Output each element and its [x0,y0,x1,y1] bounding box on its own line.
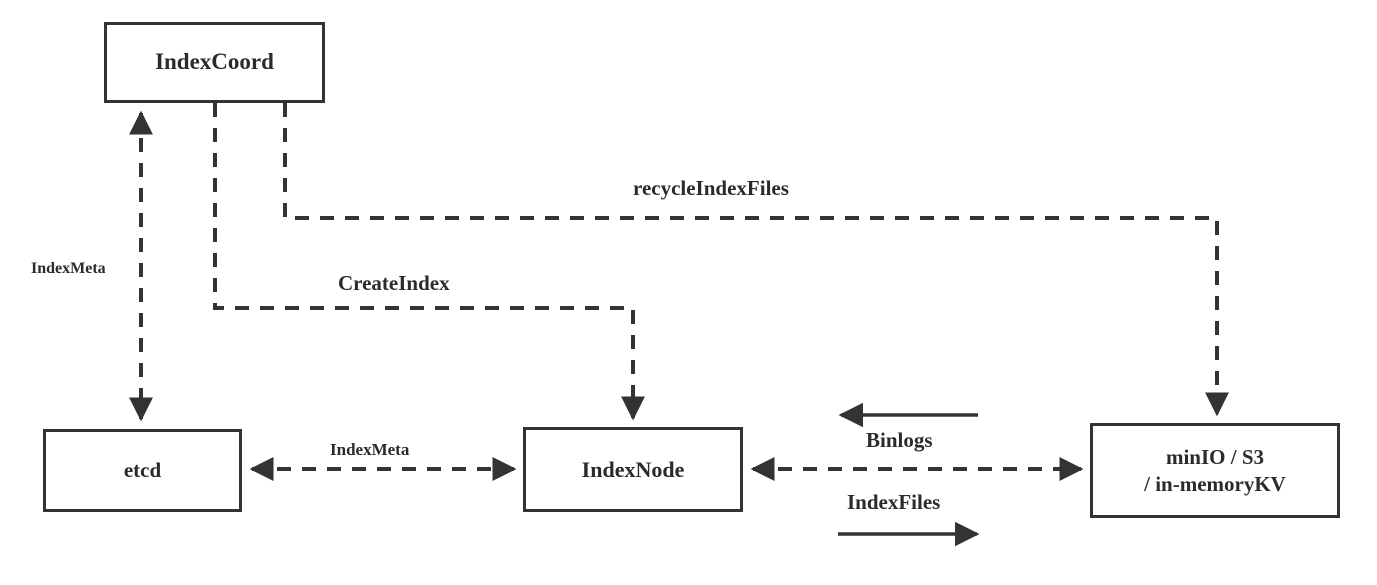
node-indexnode-label: IndexNode [581,456,685,482]
node-minio[interactable]: minIO / S3 / in-memoryKV [1090,423,1340,518]
edge-label-indexmeta-indexcoord-etcd: IndexMeta [31,260,106,277]
edge-label-indexfiles: IndexFiles [847,490,941,514]
node-indexcoord-label: IndexCoord [155,49,274,75]
node-etcd-label: etcd [123,458,162,483]
node-indexcoord[interactable]: IndexCoord [104,22,325,103]
edge-label-indexmeta-etcd-indexnode: IndexMeta [330,440,410,459]
node-etcd[interactable]: etcd [43,429,242,512]
node-minio-label: minIO / S3 / in-memoryKV [1144,445,1286,496]
edge-label-recycleindexfiles: recycleIndexFiles [633,176,789,200]
node-indexnode[interactable]: IndexNode [523,427,743,512]
connector-indexcoord-minio [283,103,1229,417]
connector-indexcoord-indexnode [213,103,645,421]
edge-label-binlogs: Binlogs [866,428,933,452]
edge-label-createindex: CreateIndex [338,271,450,295]
